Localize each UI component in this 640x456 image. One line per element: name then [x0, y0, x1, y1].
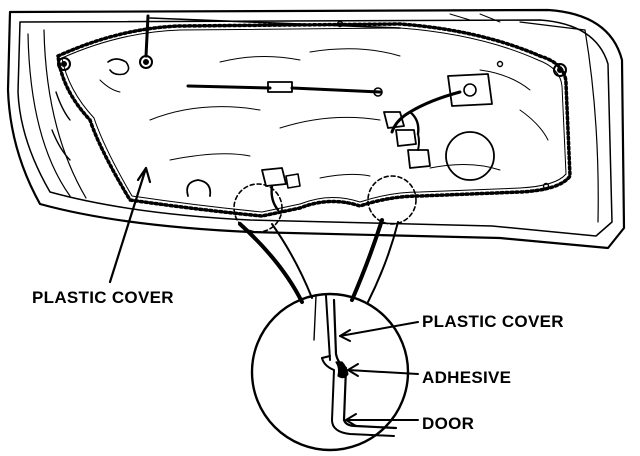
magnified-cross-section [250, 292, 419, 452]
magnifier-leaders [238, 218, 399, 304]
plastic-cover-sheet [56, 22, 572, 218]
door-label: DOOR [422, 414, 475, 433]
adhesive-label: ADHESIVE [422, 368, 512, 387]
plastic-cover-detail-label: PLASTIC COVER [422, 312, 564, 331]
plastic-cover-leader [108, 166, 152, 284]
door-hardware [57, 14, 567, 212]
door-shell [6, 8, 626, 250]
plastic-cover-label: PLASTIC COVER [32, 288, 174, 307]
detail-reference-circles [233, 175, 417, 233]
